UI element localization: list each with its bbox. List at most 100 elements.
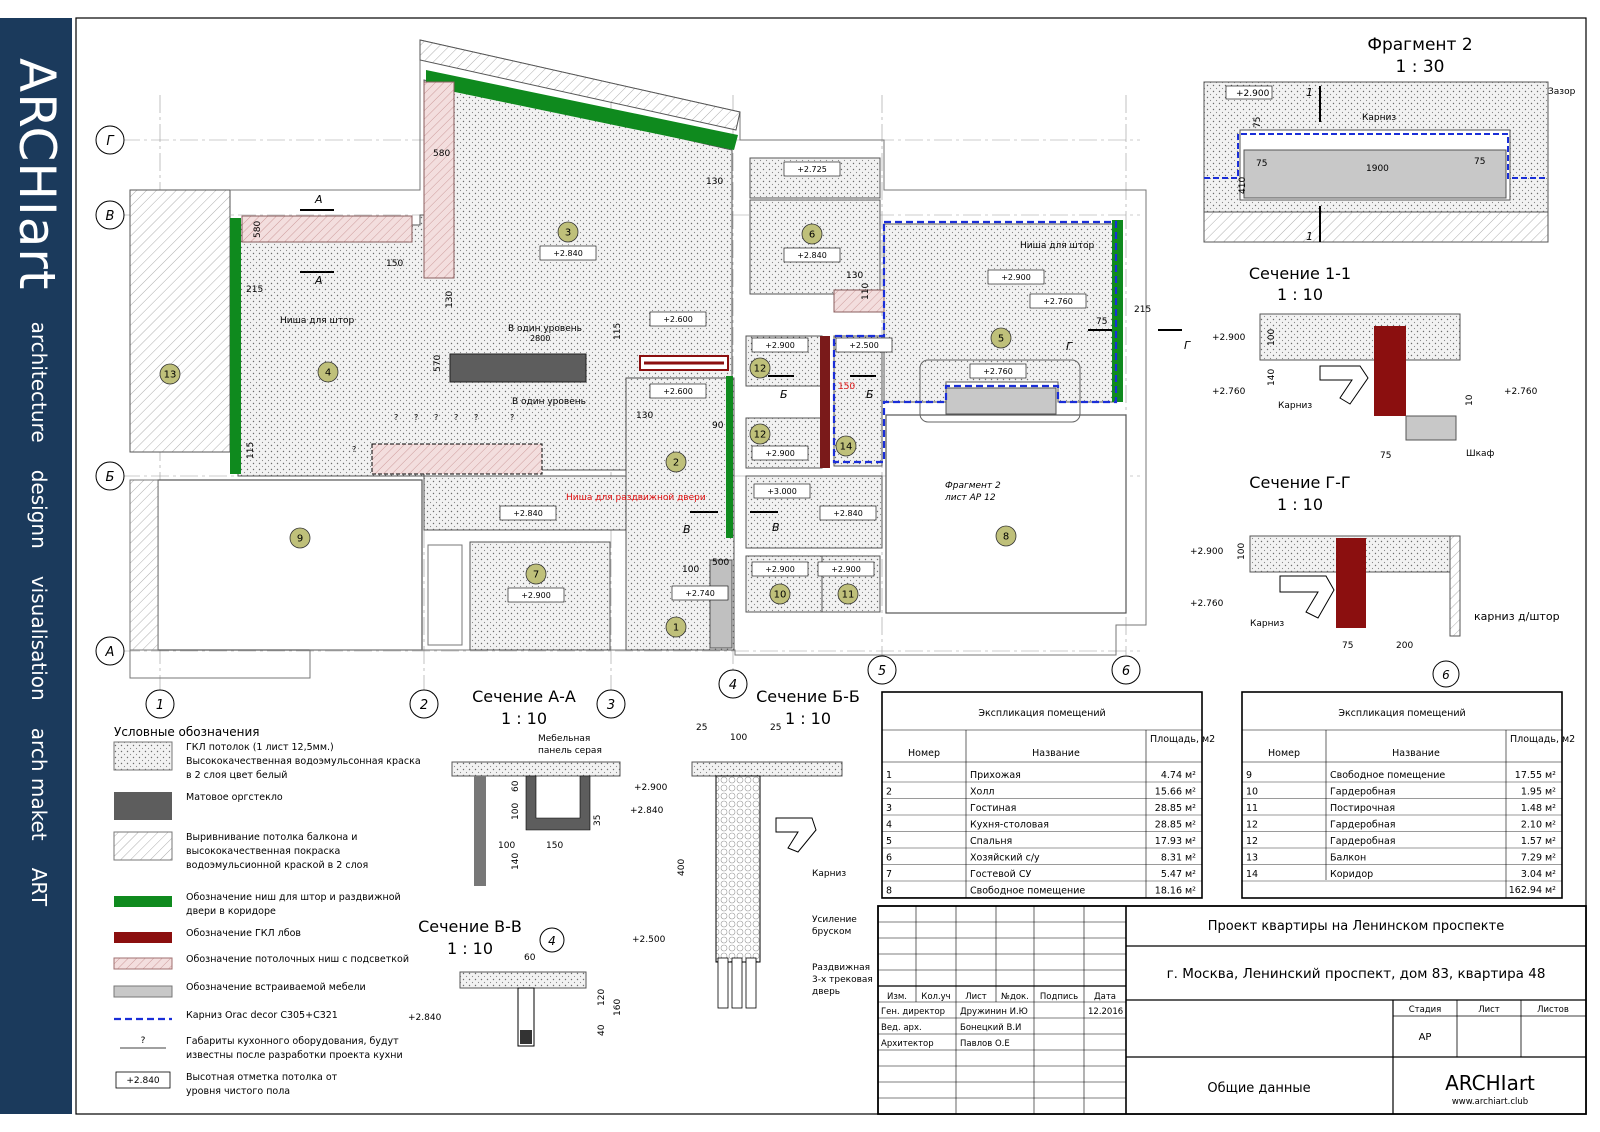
dim: 130 bbox=[706, 177, 723, 187]
dim: 150 bbox=[546, 841, 563, 851]
table-title: Экспликация помещений bbox=[1338, 708, 1465, 719]
room-marker bbox=[769, 583, 791, 605]
legend-q: ? bbox=[141, 1036, 146, 1046]
dim: 75 bbox=[1096, 317, 1107, 327]
grid-row-label: В bbox=[106, 209, 115, 224]
height-mark: +2.740 bbox=[685, 589, 715, 598]
room-number: 1 bbox=[673, 623, 679, 634]
dim: 130 bbox=[445, 291, 455, 308]
legend-item: Обозначение встраиваемой мебели bbox=[113, 982, 366, 998]
project-address: г. Москва, Ленинский проспект, дом 83, к… bbox=[1167, 966, 1546, 982]
table-cell: 17.55 м² bbox=[1515, 770, 1556, 781]
room-number: 11 bbox=[842, 590, 855, 601]
table-cell: Гардеробная bbox=[1330, 787, 1396, 798]
tb-col: №док. bbox=[1001, 992, 1029, 1002]
height-tag bbox=[751, 445, 809, 461]
dim: 100 bbox=[682, 565, 699, 575]
tb-col: Изм. bbox=[887, 992, 907, 1002]
legend-text: водоэмульсионной краской в 2 слоя bbox=[186, 860, 368, 871]
unknown-dim: ? bbox=[394, 413, 398, 422]
tb-role: Архитектор bbox=[881, 1039, 934, 1049]
dim: 90 bbox=[712, 421, 724, 431]
section-g-g: Сечение Г-Г 1 : 10 +2.900 +2.760 100 75 … bbox=[1190, 473, 1560, 688]
section-mark: А bbox=[314, 274, 323, 287]
unknown-dim: ? bbox=[454, 413, 458, 422]
table-header: Номер bbox=[1268, 748, 1300, 759]
section-b-b: Сечение Б-Б 1 : 10 25 100 25 400 +2.500 … bbox=[632, 687, 873, 1009]
legend-swatch bbox=[114, 792, 172, 820]
legend-text: ГКЛ потолок (1 лист 12,5мм.) bbox=[186, 742, 334, 753]
detail-scale: 1 : 10 bbox=[501, 709, 547, 728]
tb-col: Кол.уч bbox=[921, 992, 950, 1002]
section-mark: Б bbox=[866, 388, 874, 401]
dim: 580 bbox=[433, 149, 450, 159]
dim: 410 bbox=[1238, 177, 1248, 194]
detail-title: Фрагмент 2 bbox=[1367, 35, 1472, 55]
legend-item: Обозначение ГКЛ лбов bbox=[114, 928, 301, 943]
legend-swatch bbox=[114, 896, 172, 907]
table-title: Экспликация помещений bbox=[978, 708, 1105, 719]
height-mark: +2.840 bbox=[797, 251, 827, 260]
dim: 100 bbox=[511, 803, 521, 820]
height-mark: +2.840 bbox=[553, 249, 583, 258]
room-marker bbox=[665, 451, 687, 473]
room-marker bbox=[317, 361, 339, 383]
title-block: Изм. Кол.уч Лист №док. Подпись Дата Ген.… bbox=[877, 905, 1587, 1115]
tb-person: Бонецкий В.И bbox=[960, 1023, 1021, 1033]
tb-person: Павлов О.Е bbox=[960, 1039, 1010, 1049]
table-cell: 12 bbox=[1246, 836, 1258, 847]
section-mark: В bbox=[683, 523, 691, 536]
table-cell: Спальня bbox=[970, 836, 1012, 847]
height-tag bbox=[539, 245, 597, 261]
section-mark: Г bbox=[1066, 340, 1073, 353]
legend-title: Условные обозначения bbox=[114, 725, 260, 739]
height-mark: +2.840 bbox=[408, 1013, 442, 1023]
room-marker bbox=[557, 221, 579, 243]
grid-row-label: Б bbox=[106, 470, 115, 485]
table-cell: Гостиная bbox=[970, 803, 1016, 814]
height-mark: +2.760 bbox=[983, 367, 1013, 376]
room-number: 2 bbox=[673, 458, 679, 469]
section-v-v: Сечение В-В 1 : 10 4 60 +2.840 120 160 4… bbox=[408, 917, 623, 1047]
dim: 75 bbox=[1380, 451, 1391, 461]
detail-scale: 1 : 30 bbox=[1396, 57, 1445, 77]
legend-item: ?Габариты кухонного оборудования, будути… bbox=[120, 1036, 403, 1061]
table-cell: Прихожая bbox=[970, 770, 1021, 781]
company-site: www.archiart.club bbox=[1452, 1097, 1528, 1107]
room-marker bbox=[835, 435, 857, 457]
detail-scale: 1 : 10 bbox=[447, 939, 493, 958]
room-number: 8 bbox=[1003, 532, 1009, 543]
height-tag bbox=[835, 337, 893, 353]
grid-row-label: Г bbox=[106, 134, 115, 149]
room-number: 5 bbox=[998, 334, 1004, 345]
sliding-niche-label: Ниша для раздвижной двери bbox=[566, 493, 706, 503]
height-tag bbox=[817, 561, 875, 577]
detail-scale: 1 : 10 bbox=[1277, 495, 1323, 514]
grid-row-label: А bbox=[105, 645, 115, 660]
dim: 150 bbox=[386, 259, 403, 269]
height-mark: +2.840 bbox=[630, 806, 664, 816]
table-cell: 2.10 м² bbox=[1521, 820, 1556, 831]
table-cell: Гардеробная bbox=[1330, 820, 1396, 831]
table-cell: Коридор bbox=[1330, 869, 1373, 880]
grid-col-label: 4 bbox=[548, 934, 556, 948]
legend-text: в 2 слоя цвет белый bbox=[186, 770, 287, 781]
height-tag bbox=[649, 383, 707, 399]
table-cell: 14 bbox=[1246, 869, 1258, 880]
legend-item: Обозначение ниш для штор и раздвижнойдве… bbox=[114, 892, 401, 917]
table-cell: 5.47 м² bbox=[1161, 869, 1196, 880]
tb-role: Вед. арх. bbox=[881, 1023, 922, 1033]
dim: 75 bbox=[1256, 159, 1267, 169]
dim: 60 bbox=[511, 780, 521, 792]
dim: 40 bbox=[597, 1024, 607, 1036]
height-mark: +2.725 bbox=[797, 165, 827, 174]
grid-col-label: 5 bbox=[878, 664, 886, 679]
legend-text: Карниз Orac decor C305+C321 bbox=[186, 1010, 338, 1021]
sheet-name: Общие данные bbox=[1207, 1081, 1310, 1096]
room-marker bbox=[801, 223, 823, 245]
height-tag bbox=[751, 337, 809, 353]
explication-left: Экспликация помещений Номер Название Пло… bbox=[881, 691, 1215, 899]
dim: 120 bbox=[597, 989, 607, 1006]
